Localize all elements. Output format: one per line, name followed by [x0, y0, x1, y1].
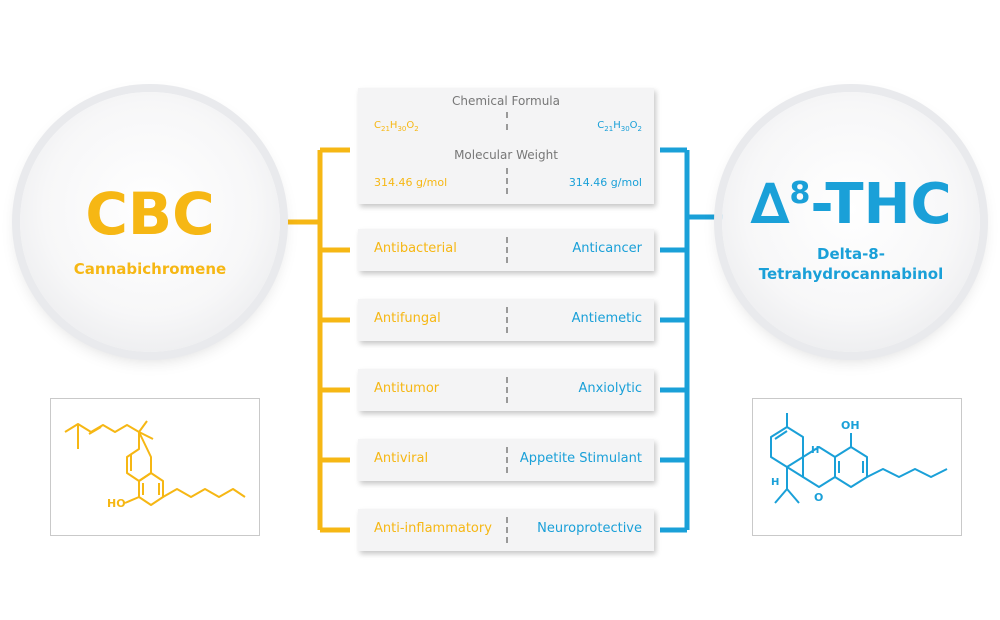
property-row: Antitumor Anxiolytic: [358, 369, 654, 411]
thc-weight: 314.46 g/mol: [568, 176, 642, 189]
thc-h-label-2: H: [771, 477, 779, 488]
cbc-property: Antiviral: [374, 451, 429, 466]
cbc-ho-label: HO: [107, 497, 126, 510]
property-row: Antibacterial Anticancer: [358, 229, 654, 271]
cbc-property: Antitumor: [374, 381, 440, 396]
cbc-subtitle: Cannabichromene: [73, 260, 227, 278]
property-row: Anti-inflammatory Neuroprotective: [358, 509, 654, 551]
cbc-property: Antifungal: [374, 311, 441, 326]
cbc-weight: 314.46 g/mol: [374, 176, 448, 189]
thc-property: Appetite Stimulant: [519, 451, 642, 466]
cbc-property: Anti-inflammatory: [374, 521, 492, 536]
thc-formula: C21H30O2: [597, 120, 642, 133]
thc-structure-box: OH H H O: [752, 398, 962, 536]
cbc-bracket: [280, 147, 350, 533]
thc-molecule-diagram: OH H H O: [770, 413, 948, 504]
cbc-circle: CBC Cannabichromene: [20, 92, 280, 352]
cbc-structure-box: HO: [50, 398, 260, 536]
thc-title: ∆8-THC: [750, 172, 952, 237]
weight-label: Molecular Weight: [454, 148, 558, 162]
thc-h-label-1: H: [811, 445, 819, 456]
cbc-title: CBC: [85, 180, 215, 248]
cbc-formula: C21H30O2: [374, 120, 419, 133]
thc-property: Anxiolytic: [578, 381, 642, 396]
property-row: Antifungal Antiemetic: [358, 299, 654, 341]
cbc-molecule-diagram: HO: [64, 420, 246, 510]
thc-oh-label: OH: [841, 419, 860, 432]
formula-label: Chemical Formula: [451, 94, 560, 108]
thc-property: Neuroprotective: [537, 521, 642, 536]
property-row: Antiviral Appetite Stimulant: [358, 439, 654, 481]
thc-circle: ∆8-THC Delta-8- Tetrahydrocannabinol: [722, 92, 980, 352]
thc-property: Antiemetic: [571, 311, 642, 326]
cbc-property: Antibacterial: [374, 241, 457, 256]
chemical-info-panel: Chemical Formula C21H30O2 C21H30O2 Molec…: [358, 88, 654, 204]
thc-subtitle: Delta-8- Tetrahydrocannabinol: [758, 245, 944, 283]
thc-o-label: O: [814, 491, 823, 504]
thc-bracket: [660, 147, 730, 533]
thc-property: Anticancer: [572, 241, 642, 256]
